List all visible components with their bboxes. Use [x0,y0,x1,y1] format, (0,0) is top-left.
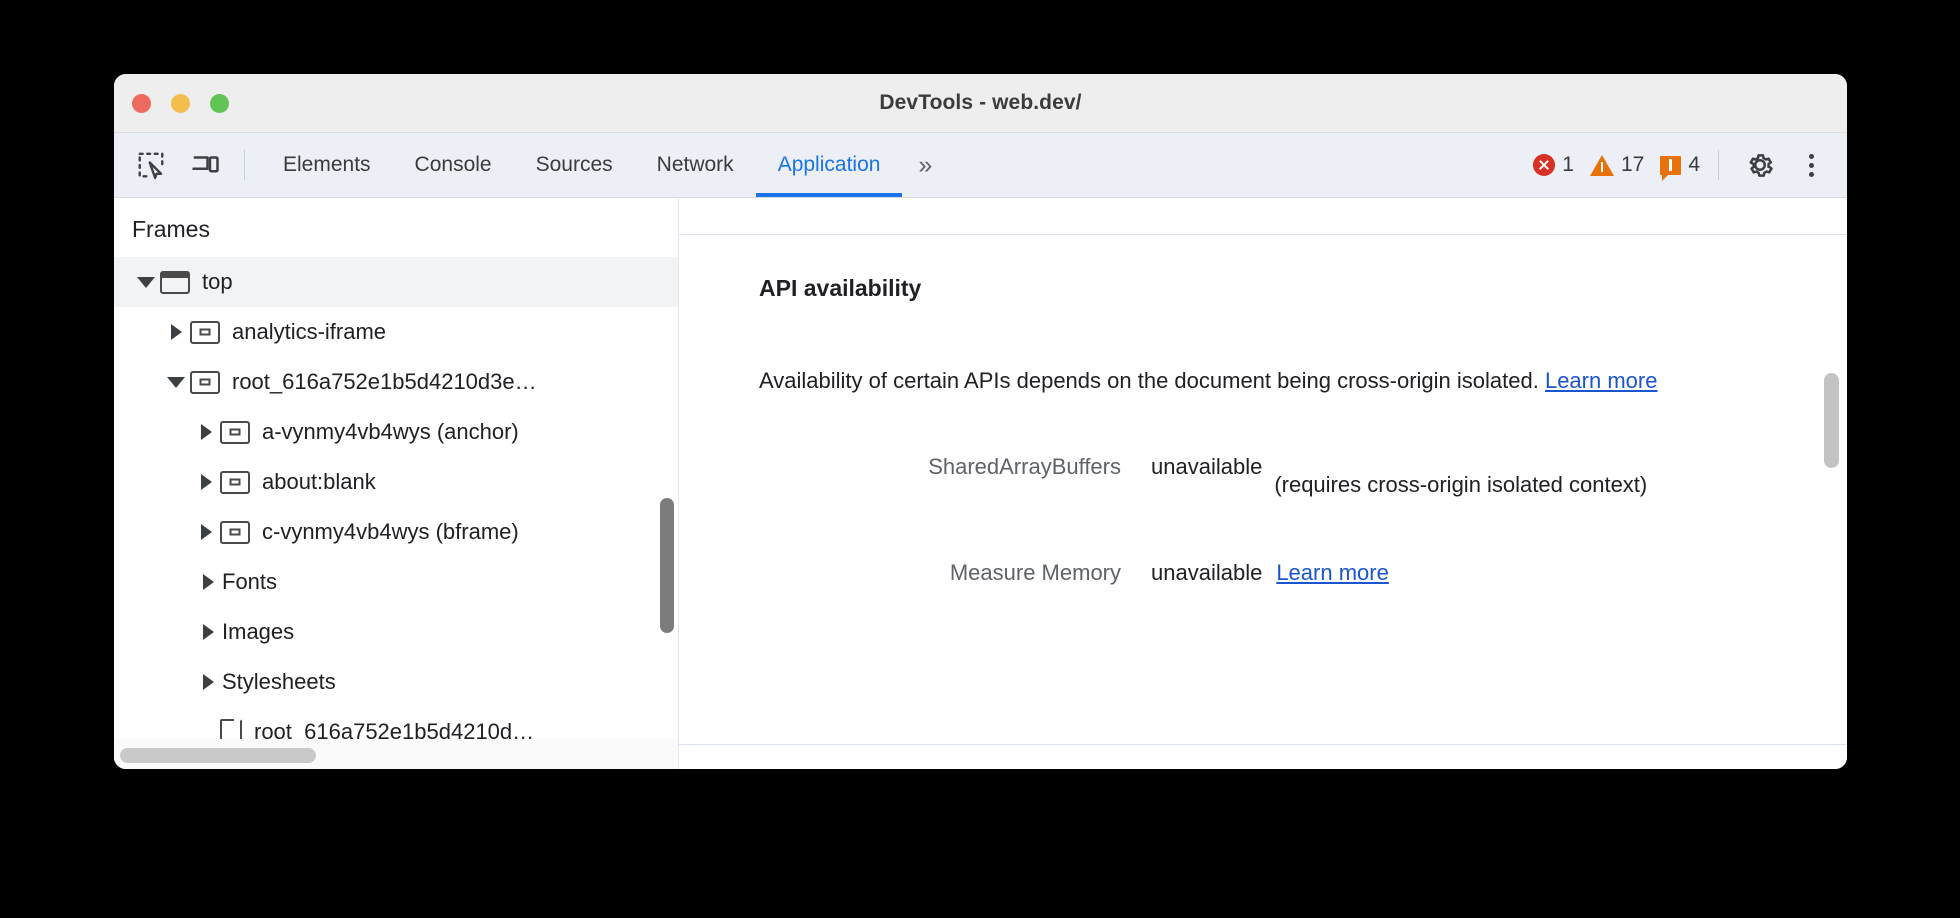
toolbar-status-group: 1 17 4 [1533,142,1847,188]
issues-count: 4 [1688,153,1700,176]
gear-icon[interactable] [1737,142,1783,188]
row-note: (requires cross-origin isolated context) [1274,472,1648,497]
chevron-right-icon[interactable] [194,574,222,590]
maximize-window-icon[interactable] [210,94,229,113]
frames-sidebar: Frames top analytics-iframe [114,198,679,769]
panel-top-spacer [679,198,1847,234]
api-availability-table: SharedArrayBuffers unavailable (requires… [759,450,1847,590]
tree-item-top[interactable]: top [114,257,678,307]
tree-item-label: Fonts [222,569,278,594]
chevron-right-icon[interactable] [192,524,220,540]
description-text: Availability of certain APIs depends on … [759,368,1545,393]
devtools-window: DevTools - web.dev/ Elements Console [114,74,1847,769]
row-value: unavailable [1151,560,1263,585]
device-toolbar-icon[interactable] [182,142,228,188]
tree-item-label: c-vynmy4vb4wys (bframe) [262,519,519,544]
tree-item-bframe[interactable]: c-vynmy4vb4wys (bframe) [114,507,678,557]
tree-item-label: root_616a752e1b5d4210d3e… [232,369,537,394]
tree-item-label: analytics-iframe [232,319,387,344]
warning-count: 17 [1620,153,1645,176]
tree-item-label: Stylesheets [222,669,336,694]
error-badge[interactable]: 1 [1533,153,1574,177]
application-main-panel: API availability Availability of certain… [679,198,1847,769]
frame-icon [190,370,220,394]
row-value: unavailable [1151,454,1263,479]
chevron-down-icon[interactable] [132,276,160,288]
row-value-wrap: unavailable (requires cross-origin isola… [1151,450,1647,520]
sidebar-title: Frames [132,216,210,242]
learn-more-link[interactable]: Learn more [1544,368,1658,393]
api-availability-section: API availability Availability of certain… [679,235,1847,590]
tree-item-images[interactable]: Images [114,607,678,657]
chevron-right-icon[interactable] [192,474,220,490]
frame-icon [220,470,250,494]
tree-item-fonts[interactable]: Fonts [114,557,678,607]
more-tabs-icon[interactable]: » [918,150,932,179]
row-value-wrap: unavailable Learn more [1151,556,1389,590]
warning-icon [1589,154,1614,176]
tree-item-label: Images [222,619,295,644]
traffic-light-group [132,94,229,113]
tab-network[interactable]: Network [656,153,734,176]
row-key: SharedArrayBuffers [928,454,1121,479]
minimize-window-icon[interactable] [171,94,190,113]
kebab-menu-icon[interactable] [1791,145,1831,185]
issues-badge[interactable]: 4 [1660,153,1700,181]
tab-elements[interactable]: Elements [283,153,371,176]
close-window-icon[interactable] [132,94,151,113]
row-key: Measure Memory [949,560,1121,585]
frame-icon [220,520,250,544]
devtools-toolbar: Elements Console Sources Network Applica… [114,133,1847,198]
chevron-right-icon[interactable] [194,624,222,640]
devtools-body: Frames top analytics-iframe [114,198,1847,769]
toolbar-divider-right [1718,150,1719,180]
sidebar-vertical-scrollbar[interactable] [660,498,674,633]
frame-top-icon [160,270,190,294]
chevron-down-icon[interactable] [162,376,190,388]
frame-icon [190,320,220,344]
error-icon [1533,154,1556,176]
table-row: Measure Memory unavailable Learn more [759,556,1847,590]
chevron-right-icon[interactable] [194,674,222,690]
tab-console[interactable]: Console [414,153,492,176]
main-vertical-scrollbar[interactable] [1824,373,1839,468]
tab-sources[interactable]: Sources [535,153,613,176]
tree-item-label: top [202,269,233,294]
toolbar-divider [244,150,245,180]
frame-icon [220,420,250,444]
panel-bottom-area [679,744,1847,769]
measure-memory-learn-more-link[interactable]: Learn more [1276,560,1389,585]
window-title: DevTools - web.dev/ [879,91,1082,114]
section-description: Availability of certain APIs depends on … [759,346,1724,416]
panel-tabs: Elements Console Sources Network Applica… [261,133,946,197]
tree-item-label: about:blank [262,469,376,494]
sidebar-horizontal-scrollbar[interactable] [120,748,316,763]
tree-item-label: a-vynmy4vb4wys (anchor) [262,419,519,444]
chevron-right-icon[interactable] [192,424,220,440]
tree-item-anchor-frame[interactable]: a-vynmy4vb4wys (anchor) [114,407,678,457]
chevron-right-icon[interactable] [162,324,190,340]
table-row: SharedArrayBuffers unavailable (requires… [759,450,1847,520]
panel-divider-bottom [679,744,1847,745]
tree-item-stylesheets[interactable]: Stylesheets [114,657,678,707]
inspect-element-icon[interactable] [128,142,174,188]
tab-application[interactable]: Application [755,133,903,197]
tree-item-root-frame[interactable]: root_616a752e1b5d4210d3e… [114,357,678,407]
panel-divider-top [679,234,1847,235]
tree-item-about-blank[interactable]: about:blank [114,457,678,507]
frames-tree: top analytics-iframe root_616a752e1b5d42… [114,257,678,757]
section-title: API availability [759,275,922,301]
issues-icon [1660,155,1682,181]
window-titlebar: DevTools - web.dev/ [114,74,1847,133]
warning-badge[interactable]: 17 [1589,153,1645,177]
tree-item-analytics-iframe[interactable]: analytics-iframe [114,307,678,357]
error-count: 1 [1562,153,1574,176]
